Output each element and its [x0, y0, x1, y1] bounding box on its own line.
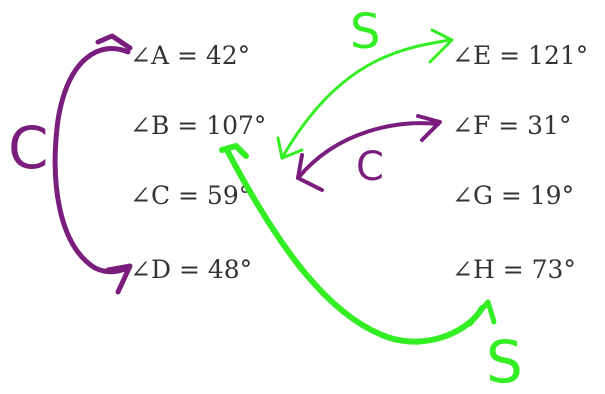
purple-label-middle: C	[356, 144, 384, 190]
purple-arc-f-c	[296, 114, 442, 192]
angle-f-measure: ∠F = 31°	[452, 111, 572, 140]
angle-h-measure: ∠H = 73°	[452, 255, 576, 284]
green-arc-e-b	[276, 28, 454, 160]
purple-arc-a-d	[52, 33, 133, 295]
angle-b-measure: ∠B = 107°	[130, 111, 267, 140]
angle-a-measure: ∠A = 42°	[130, 41, 251, 70]
angle-g-measure: ∠G = 19°	[452, 181, 575, 210]
angle-c-measure: ∠C = 59°	[130, 181, 252, 210]
green-label-bottom: S	[486, 328, 523, 394]
green-label-top: S	[350, 4, 380, 60]
angle-d-measure: ∠D = 48°	[130, 255, 253, 284]
green-arc-h-b	[219, 143, 497, 345]
purple-label-left: C	[8, 114, 49, 182]
angle-e-measure: ∠E = 121°	[452, 41, 589, 70]
